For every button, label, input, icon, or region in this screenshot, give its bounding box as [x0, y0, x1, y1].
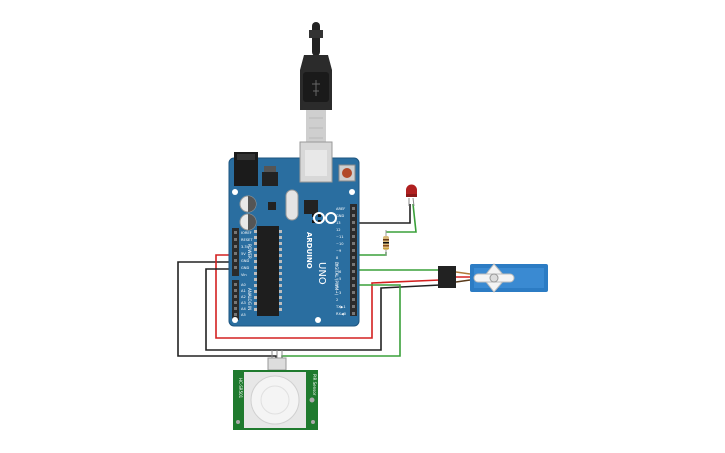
pin-label-digital_labels-5: ~10 — [336, 242, 344, 246]
pin-label-analog_labels-1: A1 — [241, 289, 246, 293]
pin-label-digital_labels-7: 8 — [336, 256, 339, 260]
pin-label-digital_labels-8: 7 — [336, 263, 338, 267]
wire-led-gnd[interactable] — [356, 204, 411, 224]
pir-right-label: PIR Sensor — [312, 374, 317, 396]
pin-label-digital_labels-14: TX▶1 — [335, 305, 346, 309]
wire-resistor-pin[interactable] — [356, 252, 387, 256]
pin-label-digital_labels-6: ~9 — [336, 249, 342, 253]
pin-label-digital_labels-12: ~3 — [336, 291, 341, 295]
pin-label-analog_labels-0: A0 — [241, 283, 246, 287]
pin-label-digital_labels-2: 13 — [336, 221, 341, 225]
wire-servo-gnd[interactable] — [205, 268, 441, 351]
analog-title: ANALOG IN — [247, 288, 252, 310]
pin-label-digital_labels-1: GND — [336, 214, 344, 218]
digital-pin-labels: AREF GND 13 12 ~11 ~10 ~9 8 7 ~6 ~5 4 ~3 2TX▶1RX◀0 — [335, 207, 347, 316]
pin-label-power_labels-1: RESET — [241, 238, 253, 242]
pin-label-power_labels-6: Vin — [241, 273, 247, 277]
pin-label-digital_labels-4: ~11 — [336, 235, 344, 239]
pin-label-digital_labels-0: AREF — [336, 207, 345, 211]
pir-dome — [250, 375, 300, 425]
pin-label-digital_labels-3: 12 — [336, 228, 341, 232]
usb-cable[interactable] — [300, 22, 332, 146]
pin-label-digital_labels-15: RX◀0 — [336, 312, 347, 316]
power-title: POWER — [247, 244, 252, 259]
pin-label-analog_labels-5: A5 — [241, 313, 246, 317]
arduino-logo-icon — [313, 212, 337, 224]
servo-connector — [438, 266, 456, 288]
pin-label-analog_labels-3: A3 — [241, 301, 246, 305]
pin-label-power_labels-5: GND — [241, 266, 249, 270]
pin-label-analog_labels-2: A2 — [241, 295, 246, 299]
analog-header[interactable] — [232, 280, 239, 320]
pin-label-power_labels-2: 3.3V — [241, 245, 250, 249]
atmega-chip — [257, 226, 279, 316]
pin-label-analog_labels-4: A4 — [241, 307, 246, 311]
pin-label-power_labels-4: GND — [241, 259, 249, 263]
pin-label-digital_labels-11: 4 — [336, 284, 339, 288]
pin-label-digital_labels-9: ~6 — [336, 270, 342, 274]
model-label: UNO — [316, 262, 327, 285]
servo-horn[interactable] — [473, 263, 515, 293]
brand-label: ARDUINO — [305, 232, 313, 269]
micro-servo[interactable] — [438, 263, 548, 293]
arduino-uno-board[interactable]: ARDUINO UNO DIGITAL (PWM~) POWER ANALOG … — [228, 141, 360, 327]
pin-label-power_labels-3: 5V — [241, 252, 246, 256]
resistor[interactable] — [383, 230, 389, 256]
digital-header[interactable] — [350, 204, 357, 316]
red-led[interactable] — [406, 184, 417, 207]
pir-left-label: HC-SR501 — [238, 378, 243, 399]
wire-led-resistor[interactable] — [386, 203, 417, 233]
pir-sensor[interactable]: HC-SR501 PIR Sensor — [233, 350, 318, 430]
pin-label-digital_labels-10: ~5 — [336, 277, 341, 281]
digital-title: DIGITAL (PWM~) — [334, 262, 339, 296]
pin-label-digital_labels-13: 2 — [336, 298, 338, 302]
power-pin-labels: IOREF RESET 3.3V 5V GND GND Vin — [241, 231, 253, 277]
pin-label-power_labels-0: IOREF — [241, 231, 252, 235]
wire-pir-vcc[interactable] — [215, 254, 441, 339]
